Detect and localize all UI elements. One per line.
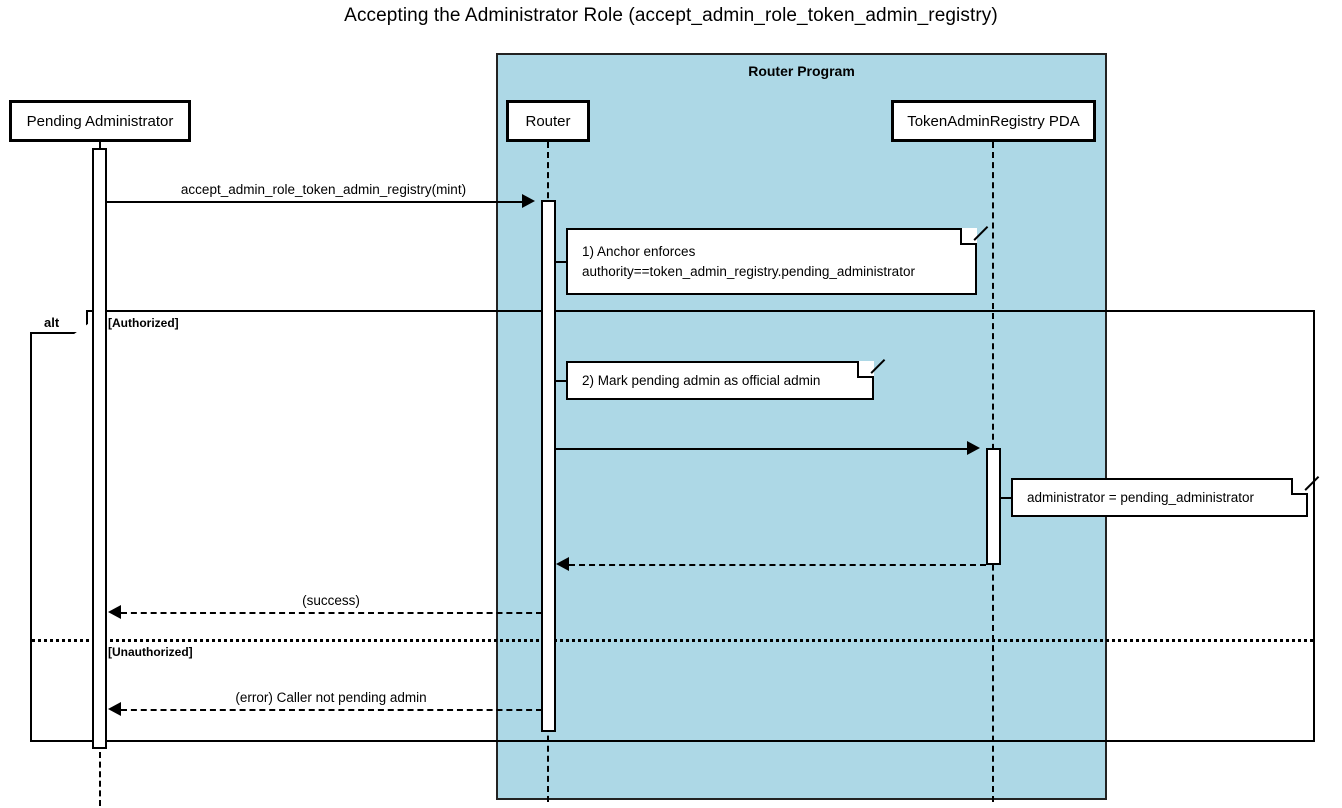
arrow-icon-success-return — [108, 605, 121, 619]
alt-fragment — [30, 310, 1315, 742]
message-line-success-return — [121, 612, 542, 614]
note-anchor-line-1 — [556, 261, 568, 263]
activation-token-admin-registry-pda — [986, 448, 1001, 565]
group-box-title: Router Program — [748, 63, 855, 79]
lifeline-pending-administrator-tail — [99, 752, 101, 806]
note-text-block: administrator = pending_administrator — [1027, 480, 1296, 515]
message-line-registry-return — [569, 564, 986, 566]
activation-router — [541, 200, 556, 732]
message-label-error-return: (error) Caller not pending admin — [235, 690, 427, 705]
participant-router[interactable]: Router — [506, 100, 590, 142]
note-anchor-line-2 — [556, 380, 568, 382]
alt-condition-unauthorized: [Unauthorized] — [108, 645, 193, 659]
note-text-block: 1) Anchor enforces authority==token_admi… — [582, 230, 965, 293]
message-line-mark-admin-write — [556, 448, 967, 450]
participant-label: Pending Administrator — [26, 112, 174, 130]
page-title: Accepting the Administrator Role (accept… — [344, 5, 998, 26]
note-administrator-assign: administrator = pending_administrator — [1011, 478, 1308, 517]
participant-pending-administrator[interactable]: Pending Administrator — [9, 100, 191, 142]
note-fold-icon — [857, 361, 874, 378]
alt-tab-shape — [30, 310, 88, 334]
message-label-success-return: (success) — [302, 593, 360, 608]
participant-label: Router — [525, 112, 571, 130]
alt-fragment-divider — [32, 639, 1313, 642]
note-anchor-line-3 — [1001, 497, 1013, 499]
note-text-block: 2) Mark pending admin as official admin — [582, 363, 862, 398]
group-box-router-program: Router Program — [496, 53, 1107, 800]
note-anchor-enforces: 1) Anchor enforces authority==token_admi… — [566, 228, 977, 295]
message-line-accept-admin-role-call — [107, 201, 522, 203]
arrow-icon-mark-admin-write — [967, 441, 980, 455]
note-mark-pending-admin: 2) Mark pending admin as official admin — [566, 361, 874, 400]
arrow-icon-accept-admin-role-call — [522, 194, 535, 208]
note-line-1: 1) Anchor enforces — [582, 243, 696, 259]
note-fold-icon — [960, 228, 977, 245]
activation-pending-administrator — [92, 148, 107, 749]
participant-label: TokenAdminRegistry PDA — [907, 112, 1080, 130]
note-line-1: 2) Mark pending admin as official admin — [582, 372, 821, 388]
note-line-1: administrator = pending_administrator — [1027, 489, 1254, 505]
alt-operator-label: alt — [44, 314, 60, 330]
participant-token-admin-registry-pda[interactable]: TokenAdminRegistry PDA — [891, 100, 1096, 142]
note-line-2: authority==token_admin_registry.pending_… — [582, 263, 915, 279]
message-label-accept-admin-role-call: accept_admin_role_token_admin_registry(m… — [180, 182, 467, 197]
arrow-icon-registry-return — [556, 557, 569, 571]
message-line-error-return — [121, 709, 542, 711]
arrow-icon-error-return — [108, 702, 121, 716]
alt-condition-authorized: [Authorized] — [108, 316, 179, 330]
note-fold-icon — [1291, 478, 1308, 495]
alt-fragment-tab: alt — [30, 310, 88, 334]
